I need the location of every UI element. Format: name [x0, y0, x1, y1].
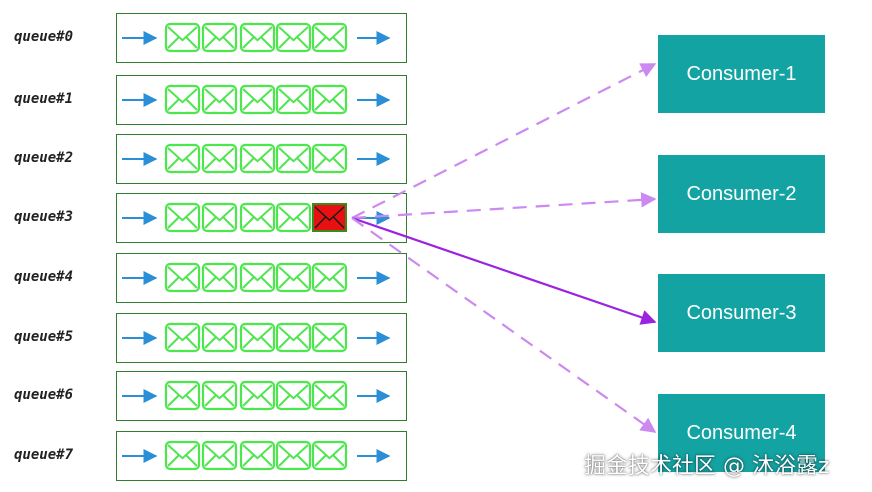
message-envelope-icon	[275, 202, 312, 233]
message-envelope-icon	[239, 84, 276, 115]
message-envelope-icon	[164, 84, 201, 115]
dashed-connection-arrow	[351, 192, 657, 220]
queue-label: queue#0	[14, 29, 74, 45]
message-envelope-icon	[201, 440, 238, 471]
message-envelope-icon	[201, 143, 238, 174]
message-envelope-icon	[311, 84, 348, 115]
message-envelope-icon	[164, 22, 201, 53]
queue-label: queue#2	[14, 150, 74, 166]
message-envelope-icon	[275, 84, 312, 115]
message-envelope-icon	[239, 380, 276, 411]
watermark-text: 掘金技术社区 @ 沐浴露z	[584, 454, 830, 479]
message-envelope-icon	[275, 440, 312, 471]
consumer-label: Consumer-1	[686, 62, 797, 85]
message-envelope-icon	[275, 22, 312, 53]
message-envelope-icon	[201, 380, 238, 411]
dashed-connection-arrow	[351, 63, 657, 219]
message-envelope-icon	[239, 262, 276, 293]
dashed-connection-arrow	[351, 217, 657, 433]
message-envelope-icon	[275, 262, 312, 293]
message-envelope-icon	[201, 202, 238, 233]
message-envelope-icon	[164, 440, 201, 471]
message-envelope-icon	[239, 440, 276, 471]
message-envelope-icon	[239, 143, 276, 174]
message-envelope-icon	[275, 380, 312, 411]
message-envelope-icon	[201, 22, 238, 53]
consumer-label: Consumer-2	[686, 182, 797, 205]
message-envelope-icon	[311, 440, 348, 471]
message-envelope-icon	[164, 143, 201, 174]
message-envelope-icon	[164, 262, 201, 293]
queue-label: queue#3	[14, 209, 74, 225]
message-envelope-icon	[311, 322, 348, 353]
message-envelope-icon	[311, 143, 348, 174]
queue-label: queue#4	[14, 269, 74, 285]
queue-label: queue#1	[14, 91, 74, 107]
queue-label: queue#7	[14, 447, 74, 463]
message-envelope-icon	[201, 322, 238, 353]
consumer-box: Consumer-4	[658, 394, 825, 472]
consumer-label: Consumer-4	[686, 421, 797, 444]
message-envelope-icon	[311, 262, 348, 293]
message-envelope-icon	[164, 202, 201, 233]
message-envelope-icon	[239, 22, 276, 53]
message-envelope-icon	[201, 262, 238, 293]
consumer-box: Consumer-3	[658, 274, 825, 352]
queue-label: queue#5	[14, 329, 74, 345]
message-envelope-icon	[239, 202, 276, 233]
highlighted-message-envelope-icon	[312, 203, 347, 232]
message-envelope-icon	[164, 380, 201, 411]
consumer-box: Consumer-2	[658, 155, 825, 233]
queue-label: queue#6	[14, 387, 74, 403]
solid-connection-arrow	[351, 216, 657, 325]
consumer-label: Consumer-3	[686, 301, 797, 324]
message-envelope-icon	[201, 84, 238, 115]
message-envelope-icon	[311, 22, 348, 53]
message-envelope-icon	[311, 380, 348, 411]
message-envelope-icon	[275, 143, 312, 174]
message-envelope-icon	[164, 322, 201, 353]
consumer-box: Consumer-1	[658, 35, 825, 113]
message-envelope-icon	[275, 322, 312, 353]
message-envelope-icon	[239, 322, 276, 353]
